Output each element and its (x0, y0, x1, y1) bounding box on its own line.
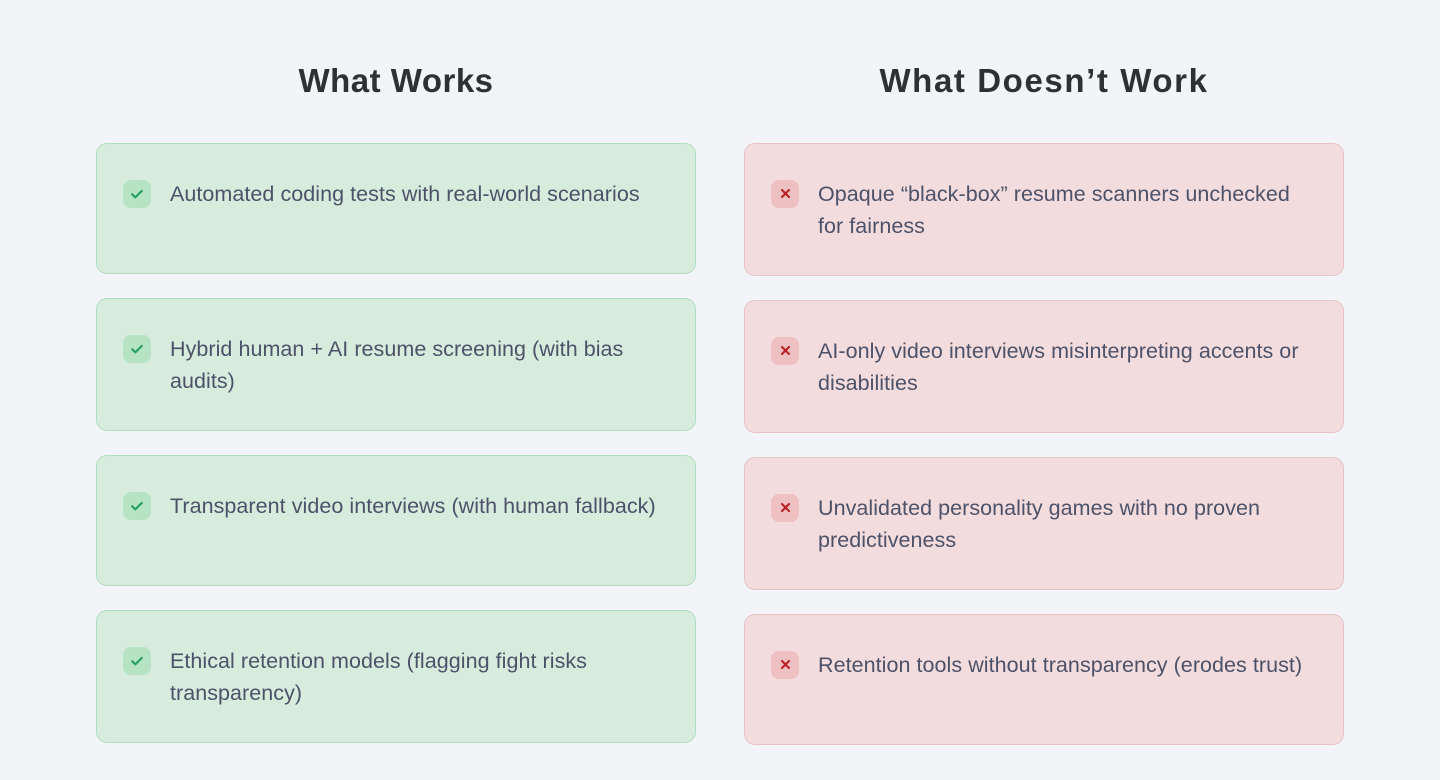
column-heading-what-works: What Works (298, 62, 494, 99)
list-item[interactable]: Opaque “black-box” resume scanners unche… (744, 142, 1344, 276)
list-item[interactable]: Ethical retention models (flagging fight… (96, 609, 696, 743)
check-icon (123, 491, 151, 520)
check-icon (123, 334, 151, 363)
x-icon (771, 179, 799, 208)
list-item-label: Retention tools without transparency (er… (818, 652, 1303, 677)
x-icon (771, 336, 799, 365)
check-icon (123, 179, 151, 208)
list-item-label: Ethical retention models (flagging fight… (170, 648, 587, 705)
list-item-label: Hybrid human + AI resume screening (with… (170, 336, 624, 393)
list-item[interactable]: Retention tools without transparency (er… (744, 613, 1344, 745)
list-item-label: Unvalidated personality games with no pr… (818, 495, 1261, 552)
x-icon (771, 493, 799, 522)
list-item[interactable]: Hybrid human + AI resume screening (with… (96, 297, 696, 431)
card-list-what-doesnt-work: Opaque “black-box” resume scanners unche… (744, 142, 1344, 745)
column-heading-what-doesnt-work: What Doesn’t Work (879, 62, 1209, 99)
x-icon (771, 650, 799, 679)
list-item[interactable]: AI-only video interviews misinterpreting… (744, 299, 1344, 433)
column-what-doesnt-work: What Doesn’t Work Opaque “black-box” res… (744, 0, 1344, 745)
list-item-label: Automated coding tests with real-world s… (170, 181, 640, 206)
list-item[interactable]: Transparent video interviews (with human… (96, 454, 696, 586)
column-what-works: What Works Automated coding tests with r… (96, 0, 696, 743)
list-item-label: AI-only video interviews misinterpreting… (818, 338, 1299, 395)
list-item-label: Transparent video interviews (with human… (170, 493, 656, 518)
check-icon (123, 646, 151, 675)
card-list-what-works: Automated coding tests with real-world s… (96, 142, 696, 743)
list-item-label: Opaque “black-box” resume scanners unche… (818, 181, 1290, 238)
list-item[interactable]: Unvalidated personality games with no pr… (744, 456, 1344, 590)
list-item[interactable]: Automated coding tests with real-world s… (96, 142, 696, 274)
